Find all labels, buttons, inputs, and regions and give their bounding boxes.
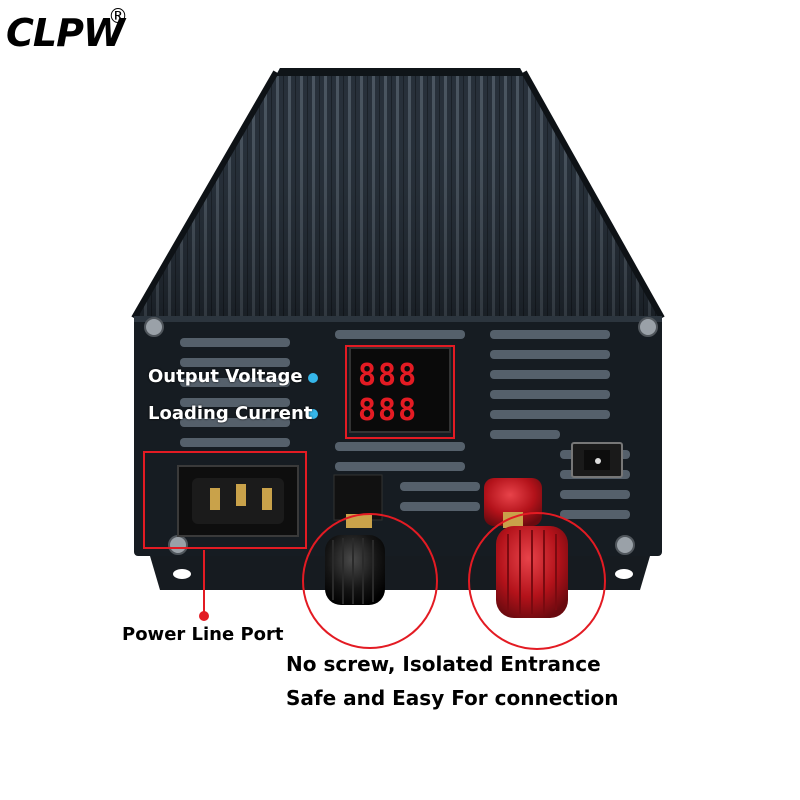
label-loading-current: Loading Current bbox=[148, 403, 313, 424]
negative-terminal bbox=[325, 474, 385, 605]
voltage-readout: 888 bbox=[358, 358, 418, 393]
mounting-flange bbox=[150, 556, 650, 590]
label-terminals-line1: No screw, Isolated Entrance bbox=[286, 652, 601, 676]
port-marker-dot bbox=[199, 611, 209, 621]
current-readout: 888 bbox=[358, 393, 418, 428]
power-inlet bbox=[177, 465, 299, 537]
brand-logo: CLPW bbox=[6, 11, 125, 55]
label-output-voltage: Output Voltage bbox=[148, 366, 303, 387]
registered-mark: ® bbox=[108, 4, 128, 28]
highlight-overlays bbox=[143, 345, 606, 650]
label-terminals-line2: Safe and Easy For connection bbox=[286, 686, 619, 710]
power-switch[interactable] bbox=[571, 442, 623, 478]
heatsink-top bbox=[131, 68, 665, 320]
label-power-line-port: Power Line Port bbox=[122, 624, 284, 645]
current-marker-dot bbox=[308, 409, 318, 419]
led-display: 888 888 bbox=[349, 347, 451, 433]
voltage-marker-dot bbox=[308, 373, 318, 383]
